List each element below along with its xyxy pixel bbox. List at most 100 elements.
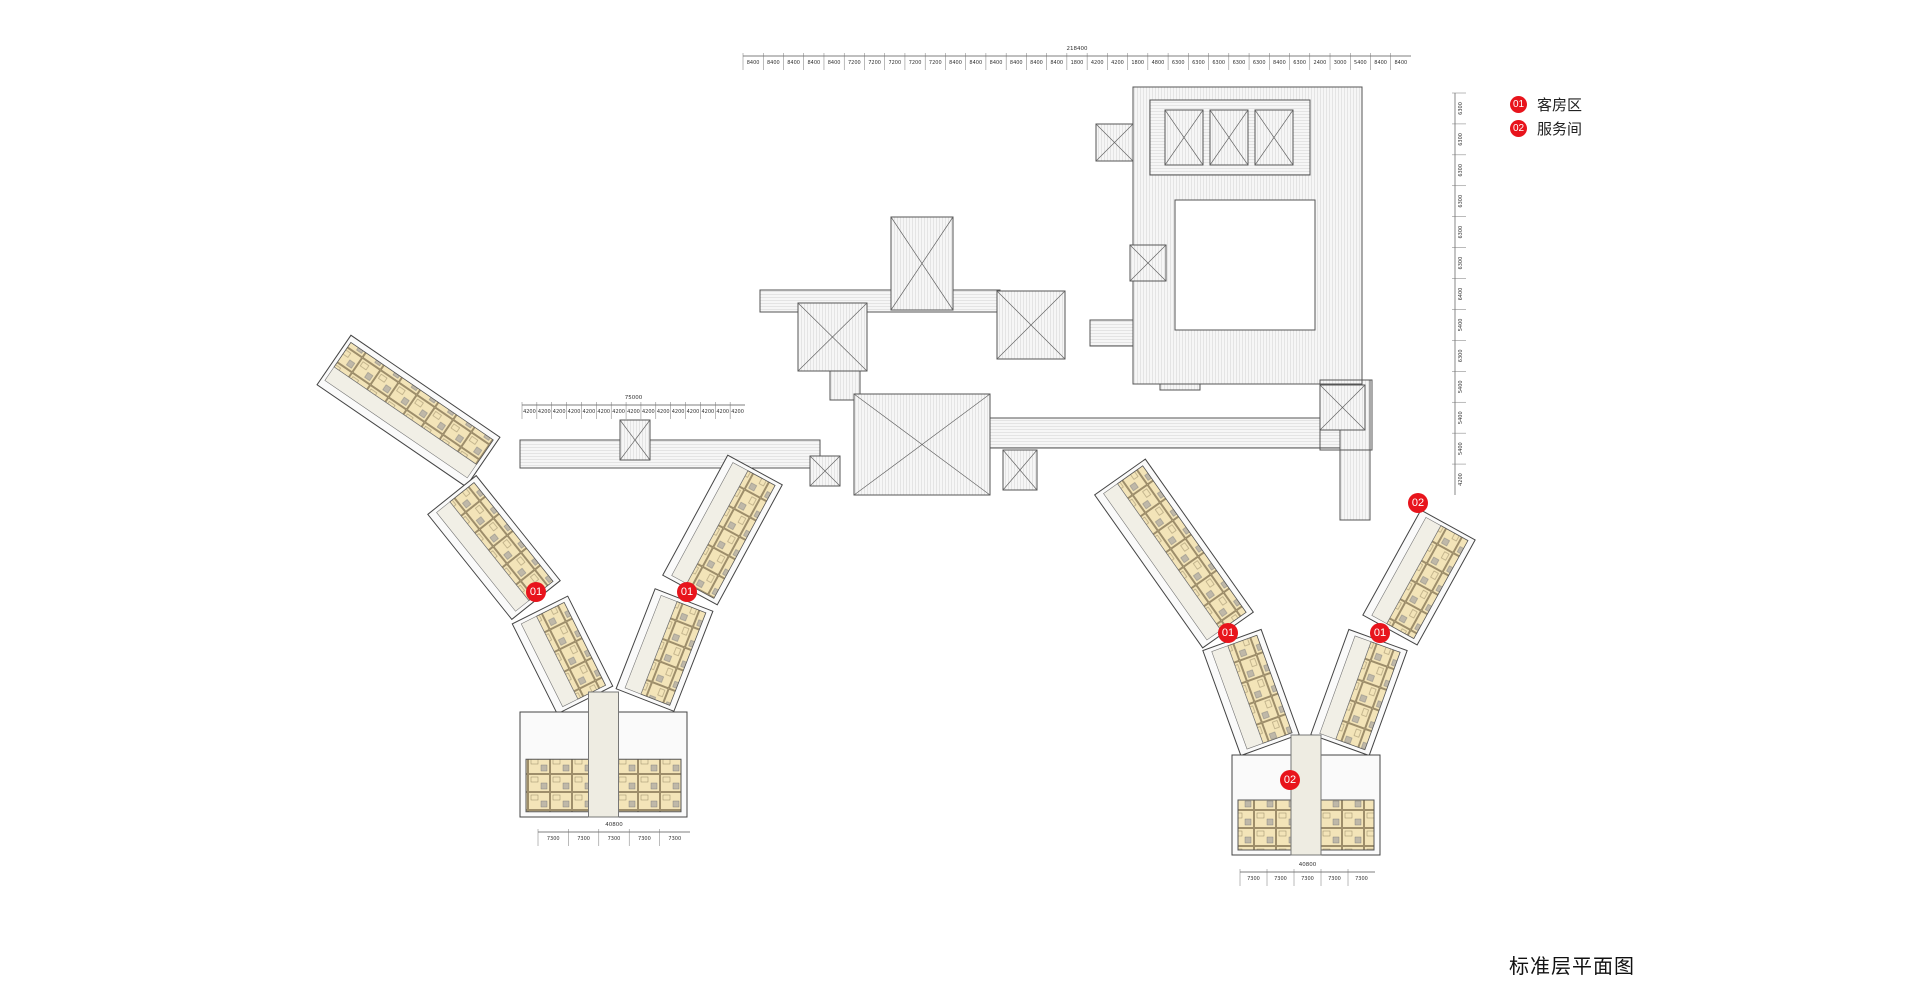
wing-right-upper [1093,458,1255,649]
dimension-total: 218400 [1067,46,1088,52]
marker-02-icon: 02 [1510,119,1527,137]
dimension-label: 8400 [1030,60,1043,66]
corridor [1103,483,1222,641]
dimension-label: 7300 [547,836,560,842]
dimension-label: 5400 [1458,319,1464,332]
zone-marker-01: 01 [526,582,546,602]
dimension-label: 8400 [949,60,962,66]
dimension-label: 4200 [523,409,536,415]
dimension-label: 1800 [1131,60,1144,66]
dimension-label: 8400 [1374,60,1387,66]
dimension-label: 4200 [538,409,551,415]
roof-ridge [1254,109,1294,166]
legend-label: 客房区 [1537,95,1583,114]
roof-ridge [619,419,651,461]
dimension-label: 8400 [828,60,841,66]
base-block-right [1231,734,1381,856]
dimension-label: 8400 [1273,60,1286,66]
dimension-label: 7200 [888,60,901,66]
dimension-label: 4200 [716,409,729,415]
dimension-label: 4200 [672,409,685,415]
dimension-label: 5400 [1458,411,1464,424]
dimension-label: 6300 [1172,60,1185,66]
corridor-roof [759,289,1001,313]
dimension-label: 7300 [1247,876,1260,882]
dimension-label: 6300 [1458,226,1464,239]
roof-ridge [890,216,954,311]
corridor [436,501,530,612]
dimension-label: 4200 [731,409,744,415]
dimension-label: 4200 [1458,473,1464,486]
dimension-label: 6300 [1253,60,1266,66]
roof-ridge [797,302,868,372]
marker-01-icon: 01 [1510,95,1527,113]
roof-ridge [809,455,841,487]
dimension-total: 40800 [1299,862,1317,868]
stair [1319,379,1373,451]
roof-ridge [853,393,991,496]
wing-right-lower [1202,628,1300,757]
dimension-label: 4200 [568,409,581,415]
dimension-label: 6300 [1293,60,1306,66]
zone-marker-02: 02 [1408,493,1428,513]
dimension-label: 4200 [657,409,670,415]
roof-ridge [1209,109,1249,166]
dimension-total: 40800 [605,822,623,828]
wing-left-lower [511,595,614,715]
zone-marker-01: 01 [677,582,697,602]
dimension-label: 7300 [1274,876,1287,882]
dimension-label: 7300 [1355,876,1368,882]
corridor [520,615,579,708]
dimension-label: 4200 [597,409,610,415]
lobby [588,691,619,818]
dimension-label: 8400 [747,60,760,66]
zone-marker-01: 01 [1218,623,1238,643]
roof-ridge [1129,244,1167,282]
zone-marker-02: 02 [1280,770,1300,790]
roof-ridge [1002,449,1038,491]
dimension-label: 3000 [1334,60,1347,66]
dimension-label: 8400 [990,60,1003,66]
dimension-label: 4200 [612,409,625,415]
dimension-label: 5400 [1458,380,1464,393]
courtyard [1174,199,1316,331]
dimension-label: 6300 [1212,60,1225,66]
dimension-label: 1800 [1071,60,1084,66]
wing-northwest [316,334,501,488]
corridor-roof [989,417,1361,449]
dimension-label: 4200 [642,409,655,415]
dimension-label: 6300 [1458,102,1464,115]
dimension-label: 7300 [638,836,651,842]
dimension-label: 8400 [969,60,982,66]
dimension-label: 7200 [868,60,881,66]
wing-left-right-upper [662,454,783,606]
dimension-label: 6300 [1458,195,1464,208]
dimension-label: 7200 [929,60,942,66]
dimension-label: 8400 [787,60,800,66]
dimension-label: 6300 [1458,133,1464,146]
corridor [324,366,477,479]
dimension-label: 8400 [1395,60,1408,66]
wing-right-right-lower [1310,628,1408,757]
guest-room-wings [316,334,1476,856]
dimension-label: 7200 [848,60,861,66]
legend-item-guest-rooms: 01 客房区 [1510,92,1582,116]
dimension-label: 4800 [1152,60,1165,66]
roof-ridge [1095,123,1134,162]
dimension-label: 6400 [1458,288,1464,301]
drawing-title: 标准层平面图 [1509,954,1635,978]
dimension-label: 7300 [577,836,590,842]
dimension-label: 5400 [1354,60,1367,66]
lobby [1290,734,1322,856]
dimension-label: 8400 [767,60,780,66]
legend-label: 服务间 [1537,119,1583,138]
wing-left-right-lower [615,588,714,712]
corridor [671,462,749,585]
dimension-total: 75000 [625,395,643,401]
dimension-label: 4200 [583,409,596,415]
dimension-label: 7300 [1301,876,1314,882]
dimension-label: 7300 [608,836,621,842]
corridor [1371,516,1442,625]
